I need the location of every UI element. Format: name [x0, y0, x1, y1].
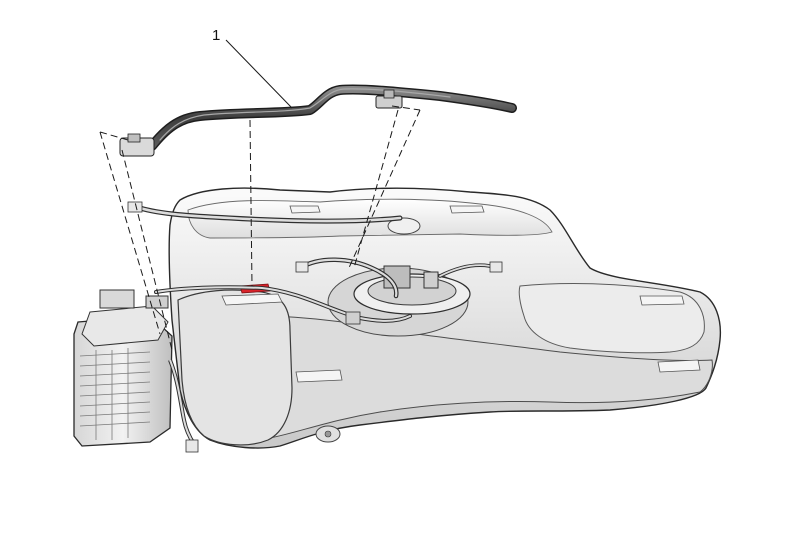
canister-drain-fitting [185, 439, 199, 453]
tank-left-lobe [177, 289, 293, 446]
callout-1-leader [225, 39, 293, 109]
pump-feed-line-inner [298, 258, 398, 298]
dashed-leader-left-c [121, 149, 173, 351]
dashed-leader-left-b [99, 131, 161, 335]
dashed-leader-right-b [347, 109, 421, 271]
tank-pad-1 [221, 293, 283, 306]
tank-pad-2 [295, 369, 343, 383]
tank-bottom-bolt [324, 430, 332, 438]
vent-hose-sheen [159, 88, 451, 141]
vent-hose-clip [375, 89, 403, 109]
line-connector-2 [295, 261, 309, 273]
canister-drain-hose-inner [169, 359, 195, 445]
canister-vent-solenoid [99, 289, 135, 309]
dashed-leader-left-a [99, 131, 129, 141]
upper-vapor-line-inner [138, 206, 402, 223]
lower-vapor-line-inner [155, 286, 411, 322]
fuel-tank-icon [168, 187, 722, 449]
evap-canister-icon [73, 289, 199, 453]
tank-lines [137, 205, 500, 323]
canister-port [145, 295, 169, 309]
tank-pad-5 [449, 205, 485, 214]
fuel-pump-module-icon [353, 265, 471, 315]
callout-1-label: 1 [212, 27, 220, 44]
line-connector-4 [489, 261, 503, 273]
tank-pad-4 [657, 359, 701, 373]
dashed-leader-right-c [353, 109, 399, 269]
dashed-leader-right-a [391, 105, 421, 111]
line-connector-1 [127, 201, 143, 213]
vent-hose-quick-connect-left [119, 133, 155, 157]
tank-pad-3 [639, 295, 685, 306]
tank-top-boss [387, 217, 421, 235]
dashed-leader-center [249, 119, 253, 287]
line-connector-3 [345, 311, 361, 325]
tank-pad-6 [289, 205, 321, 214]
canister-top [81, 305, 169, 347]
leader-lines [99, 39, 421, 351]
pump-outlet [423, 271, 439, 289]
fuel-tank-vent-hose-icon [119, 84, 517, 157]
canister-ribs [79, 348, 151, 440]
pump-flange [367, 276, 457, 306]
